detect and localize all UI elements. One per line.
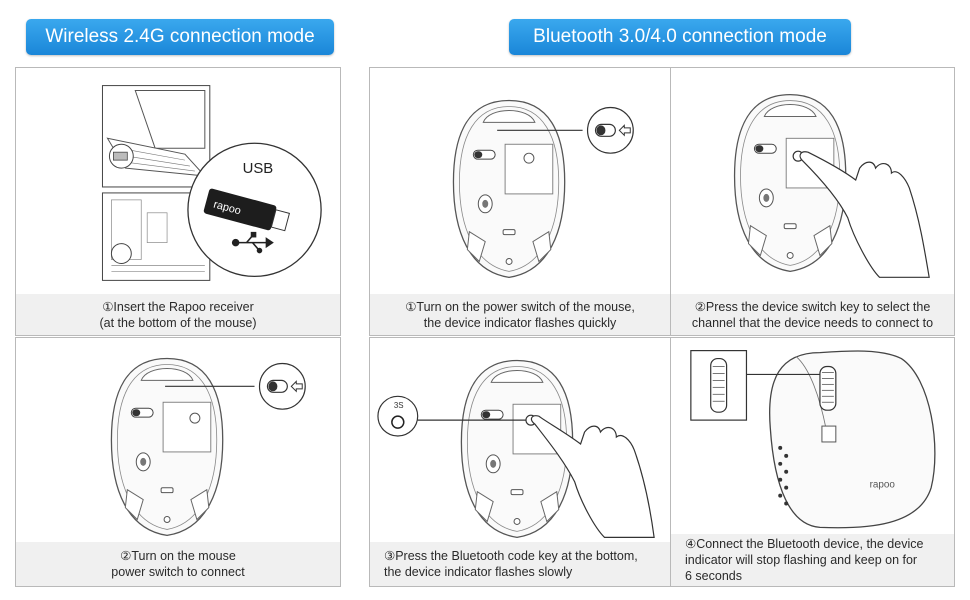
bluetooth-icon xyxy=(189,412,201,424)
step-insert-receiver-panel: USB rapoo ①Insert the Rapoo receiver (at… xyxy=(15,67,341,336)
caption-line: ③Press the Bluetooth code key at the bot… xyxy=(384,549,638,563)
caption-line: indicator will stop flashing and keep on… xyxy=(685,553,918,567)
caption-line: the device indicator flashes quickly xyxy=(423,315,617,330)
caption-line: (at the bottom of the mouse) xyxy=(99,315,257,330)
bluetooth-key-icon xyxy=(391,415,405,429)
bluetooth-icon xyxy=(523,152,535,164)
bt-step-channel-select-caption: ②Press the device switch key to select t… xyxy=(671,294,954,335)
bluetooth-mode-banner: Bluetooth 3.0/4.0 connection mode xyxy=(509,19,851,55)
step-power-switch-panel: ②Turn on the mouse power switch to conne… xyxy=(15,337,341,587)
connect-device-illustration: rapoo xyxy=(690,350,936,529)
caption-line: ④Connect the Bluetooth device, the devic… xyxy=(685,537,924,551)
bt-step-connect-caption: ④Connect the Bluetooth device, the devic… xyxy=(671,534,954,586)
bt-step-power-switch-caption: ①Turn on the power switch of the mouse, … xyxy=(370,294,670,335)
usb-symbol-icon xyxy=(231,231,274,254)
caption-line: channel that the device needs to connect… xyxy=(691,315,934,330)
caption-line: power switch to connect xyxy=(111,565,245,579)
bt-power-switch-illustration xyxy=(452,99,634,279)
bt-step-connect-panel: rapoo ④Connect the Bluetooth device, the… xyxy=(670,337,955,587)
caption-line: the device indicator flashes slowly xyxy=(384,565,573,579)
caption-line: ②Press the device switch key to select t… xyxy=(694,299,931,314)
pointing-hand-icon xyxy=(530,415,655,538)
bt-step-pair-key-panel: 3S ③Press the Bluetooth code key at the … xyxy=(369,337,671,587)
pair-key-label: 3S xyxy=(394,401,404,410)
bt-step-channel-select-panel: ②Press the device switch key to select t… xyxy=(670,67,955,336)
mouse-brand-logo: rapoo xyxy=(870,480,896,491)
bt-step-power-switch-panel: ①Turn on the power switch of the mouse, … xyxy=(369,67,671,336)
caption-line: 6 seconds xyxy=(685,569,742,583)
usb-label: USB xyxy=(243,161,274,177)
caption-line: ②Turn on the mouse xyxy=(120,549,236,563)
receiver-insert-illustration: USB rapoo xyxy=(101,85,322,281)
step-power-switch-caption: ②Turn on the mouse power switch to conne… xyxy=(16,542,340,586)
bt-step-pair-key-caption: ③Press the Bluetooth code key at the bot… xyxy=(370,542,670,586)
power-switch-illustration xyxy=(110,357,306,537)
step-insert-receiver-caption: ①Insert the Rapoo receiver (at the botto… xyxy=(16,294,340,335)
caption-line: ①Insert the Rapoo receiver xyxy=(102,299,254,314)
pointing-hand-icon xyxy=(799,151,930,278)
caption-line: ①Turn on the power switch of the mouse, xyxy=(405,299,635,314)
channel-select-illustration xyxy=(733,93,930,278)
pair-key-illustration: 3S xyxy=(377,359,655,539)
wireless-mode-banner: Wireless 2.4G connection mode xyxy=(26,19,334,55)
